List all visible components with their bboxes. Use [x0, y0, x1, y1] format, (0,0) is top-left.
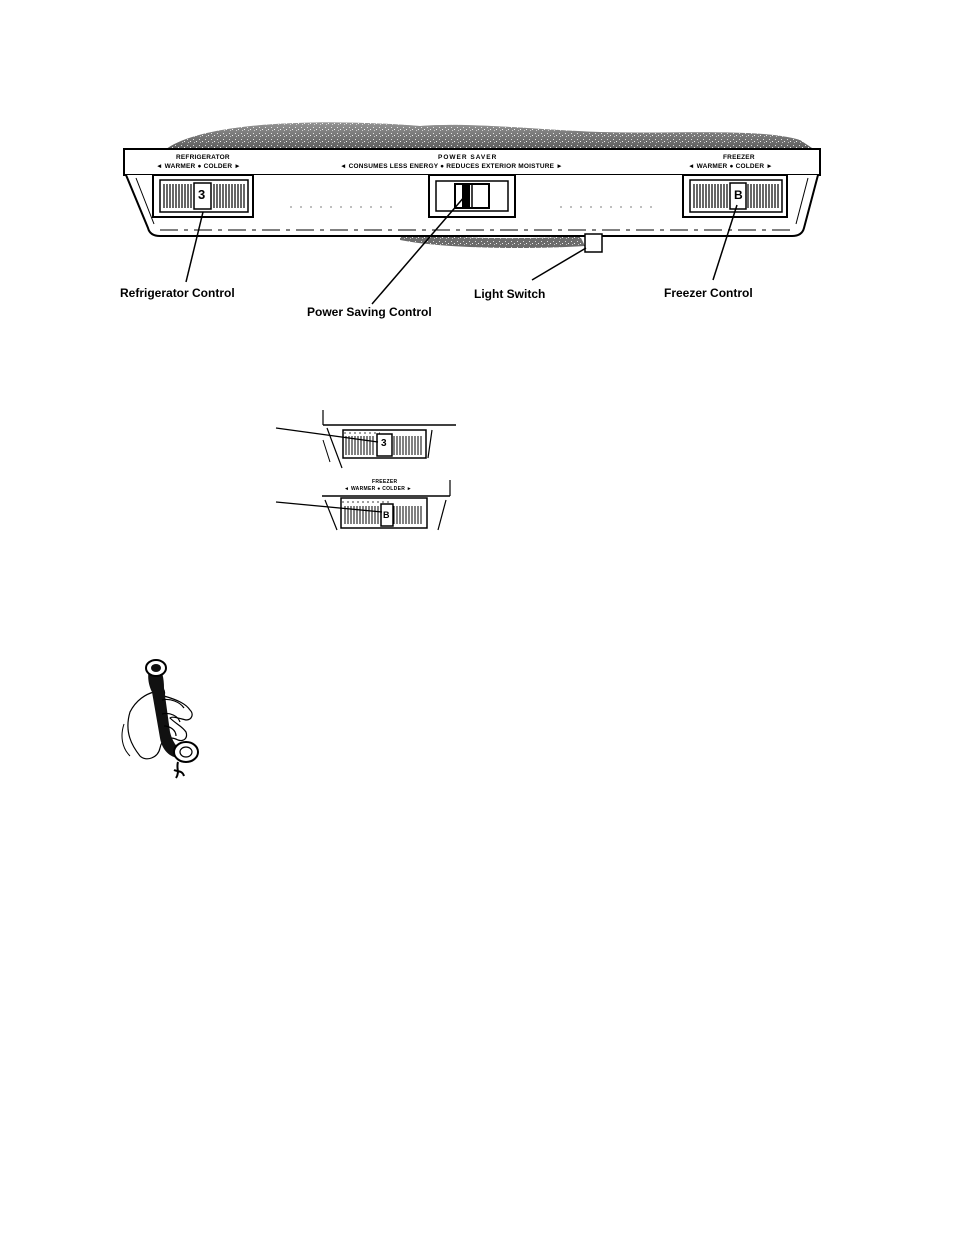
telephone-handset-icon [118, 652, 218, 782]
detail-freezer-title: FREEZER [372, 479, 397, 485]
detail-refrigerator-dial-value: 3 [381, 437, 387, 451]
detail-drawing [0, 0, 954, 600]
detail-freezer-scale: ◄ WARMER ● COLDER ► [344, 486, 412, 492]
detail-freezer-dial-value: B [383, 508, 390, 522]
